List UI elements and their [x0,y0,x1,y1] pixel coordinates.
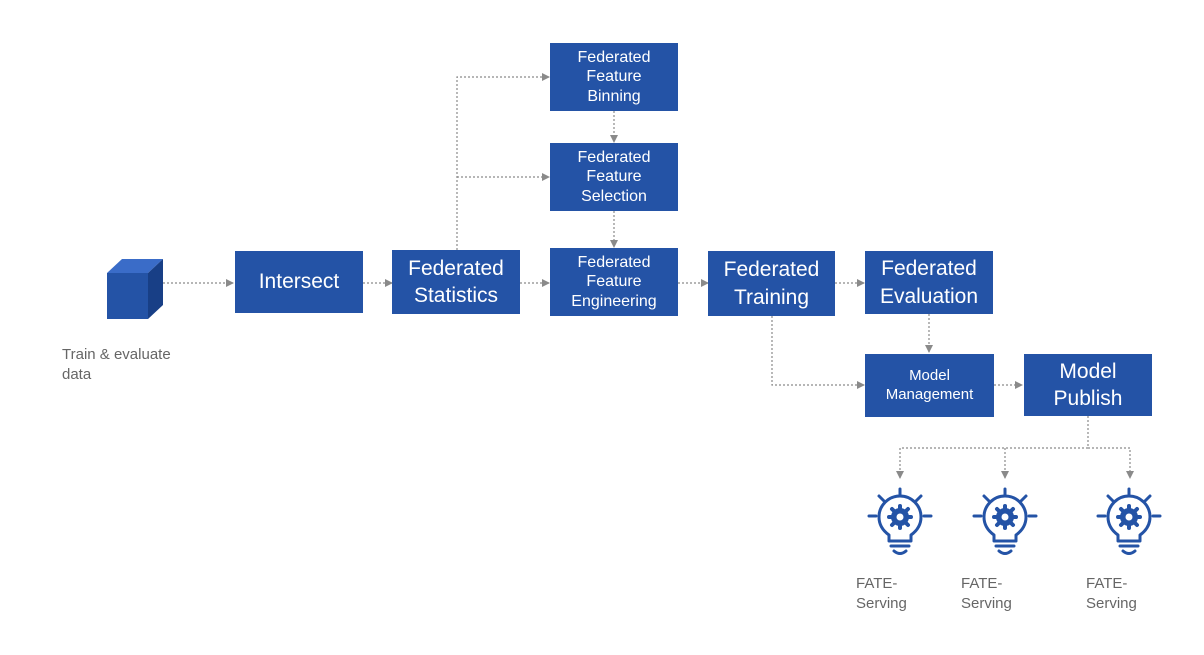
federated-evaluation-box[interactable]: Federated Evaluation [865,251,993,314]
federated-feature-binning-label: Federated Feature Binning [577,48,651,105]
connector-statistics-to-binning [456,73,550,250]
model-publish-box[interactable]: Model Publish [1024,354,1152,416]
federated-feature-binning-box[interactable]: Federated Feature Binning [550,43,678,111]
model-publish-label: Model Publish [1053,359,1123,410]
federated-training-label: Federated Training [723,258,820,309]
lightbulb-gear-icon [867,487,933,555]
model-management-box[interactable]: Model Management [865,354,994,417]
federated-statistics-box[interactable]: Federated Statistics [392,250,520,314]
federated-feature-selection-label: Federated Feature Selection [577,148,651,205]
federated-feature-selection-box[interactable]: Federated Feature Selection [550,143,678,211]
fate-serving-label: FATE- Serving [1086,575,1137,612]
lightbulb-gear-icon [972,487,1038,555]
model-management-label: Model Management [885,367,974,403]
data-cube-icon [107,259,163,319]
federated-feature-engineering-box[interactable]: Federated Feature Engineering [550,248,678,316]
federated-feature-engineering-label: Federated Feature Engineering [571,253,657,310]
connector-training-to-management [771,316,865,389]
connector-publish-to-serving-3 [1088,447,1134,479]
intersect-box[interactable]: Intersect [235,251,363,313]
lightbulb-gear-icon [1096,487,1162,555]
data-source-label: Train & evaluate data [62,346,171,383]
federated-evaluation-label: Federated Evaluation [879,257,979,308]
federated-statistics-label: Federated Statistics [408,256,504,307]
intersect-label: Intersect [258,270,340,294]
connector-publish-to-serving-1 [896,416,1089,479]
fate-serving-label: FATE- Serving [961,575,1012,612]
fate-serving-label: FATE- Serving [856,575,907,612]
federated-training-box[interactable]: Federated Training [708,251,835,316]
